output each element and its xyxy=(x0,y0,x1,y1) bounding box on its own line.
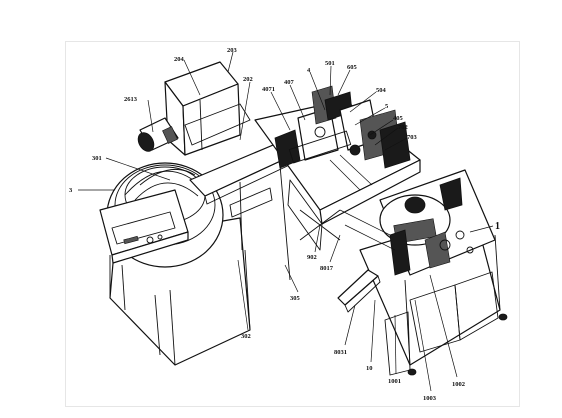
label-405: 405 xyxy=(393,115,404,122)
label-10: 10 xyxy=(366,365,373,372)
label-407: 407 xyxy=(284,79,295,86)
label-605: 605 xyxy=(347,64,358,71)
label-902: 902 xyxy=(307,254,317,261)
label-302: 302 xyxy=(241,333,251,340)
label-8017: 8017 xyxy=(320,265,334,272)
motor xyxy=(137,117,179,152)
label-4071: 4071 xyxy=(262,86,275,93)
label-702: 702 xyxy=(398,124,408,131)
upper-mechanism-cluster xyxy=(274,85,411,191)
discharge-chute xyxy=(337,269,381,313)
label-501: 501 xyxy=(325,60,335,67)
label-3: 3 xyxy=(69,187,73,194)
label-204: 204 xyxy=(174,56,185,63)
label-4: 4 xyxy=(307,67,311,74)
label-202: 202 xyxy=(243,76,253,83)
rotary-turret xyxy=(339,169,496,276)
control-box xyxy=(99,189,189,264)
label-1002: 1002 xyxy=(452,381,465,388)
hopper xyxy=(164,61,251,156)
label-504: 504 xyxy=(376,87,387,94)
label-1003: 1003 xyxy=(423,395,437,402)
label-203: 203 xyxy=(227,47,238,54)
label-1: 1 xyxy=(495,221,500,232)
label-305: 305 xyxy=(290,295,301,302)
label-2613: 2613 xyxy=(124,96,138,103)
reference-labels: 2613 204 203 202 4071 407 4 501 605 504 … xyxy=(69,47,500,402)
label-703: 703 xyxy=(407,134,418,141)
leader-lines xyxy=(78,51,494,392)
label-8031: 8031 xyxy=(334,349,347,356)
label-301: 301 xyxy=(92,155,102,162)
label-1001: 1001 xyxy=(388,378,401,385)
label-5: 5 xyxy=(385,103,389,110)
